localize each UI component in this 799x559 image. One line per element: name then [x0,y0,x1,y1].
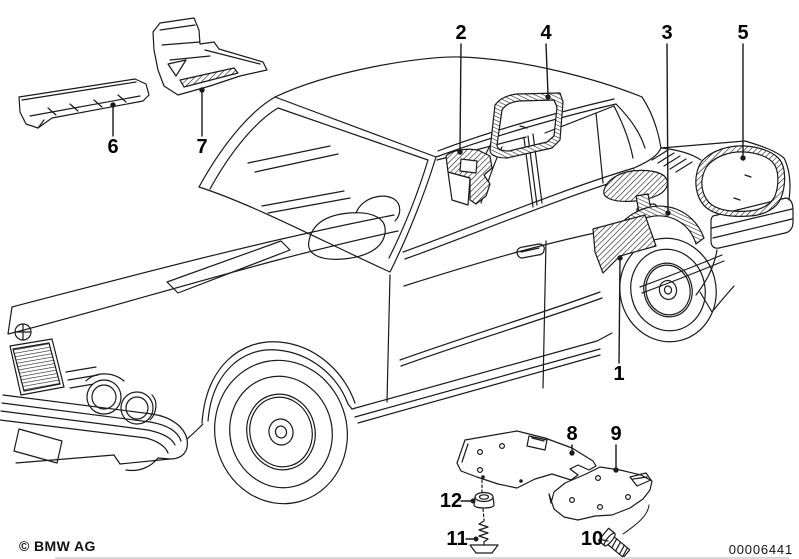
part-1-wheel-arch-cover [592,205,705,274]
car-hood-front [7,214,399,425]
drawing-number: 00006441 [728,542,793,557]
part-7-trim-bracket [152,17,268,96]
callout-label-4[interactable]: 4 [540,22,552,44]
part-9-floor-panel [548,466,653,521]
rear-wheel [619,237,717,343]
callout-label-3[interactable]: 3 [661,22,673,44]
callout-label-11[interactable]: 11 [446,528,468,550]
callout-label-1[interactable]: 1 [613,363,625,385]
copyright-text: © BMW AG [19,538,96,554]
part-8-floor-panel [456,430,597,489]
callout-label-5[interactable]: 5 [737,22,749,44]
front-plate [13,428,63,464]
parcel-shelf-slats [651,149,693,173]
callout-label-8[interactable]: 8 [566,423,578,445]
screw-10 [597,527,631,559]
part-4-shelf-panel [489,92,564,159]
screw-11 [469,520,499,554]
rear-body [596,140,794,342]
fastener-assembly-lines [481,479,650,535]
callout-label-6[interactable]: 6 [107,136,119,158]
front-wheel [214,359,348,505]
part-6-sill-strip [18,78,150,129]
part-2-pillar-trim [445,148,493,206]
grommet-12 [473,491,495,509]
callout-label-10[interactable]: 10 [580,528,604,550]
front-fender-arch [186,341,356,440]
callout-label-12[interactable]: 12 [439,490,463,512]
scan-edge-artifact [55,557,789,559]
kidney-grille [12,342,61,392]
callout-label-2[interactable]: 2 [455,22,467,44]
callout-label-9[interactable]: 9 [610,423,622,445]
part-5-trunk-side-panel [695,145,786,217]
leader-lines [110,43,746,542]
front-bumper [0,394,188,472]
front-door-handle [516,243,545,259]
interior-headrest [308,195,401,260]
rear-bumper [710,197,794,249]
windshield-roof [198,56,662,273]
callout-label-7[interactable]: 7 [196,136,208,158]
